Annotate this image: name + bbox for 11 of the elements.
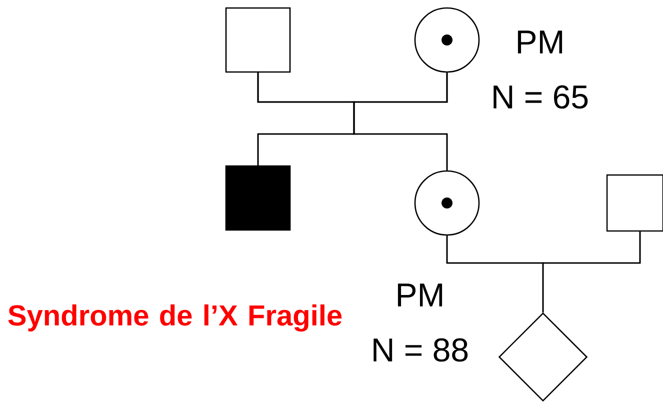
count-label: N = 65 [494, 85, 588, 109]
count-label: N = 88 [374, 338, 468, 362]
status-label: PM [398, 284, 442, 306]
pedigree-line [542, 232, 641, 312]
status-label: PM [518, 30, 562, 54]
person-circle [414, 170, 480, 236]
person-circle [414, 7, 480, 73]
affected-square [225, 165, 291, 231]
diagnosis-label: Syndrome de l’X Fragile [8, 304, 342, 332]
person-square [225, 7, 291, 73]
pedigree-line [353, 72, 448, 170]
